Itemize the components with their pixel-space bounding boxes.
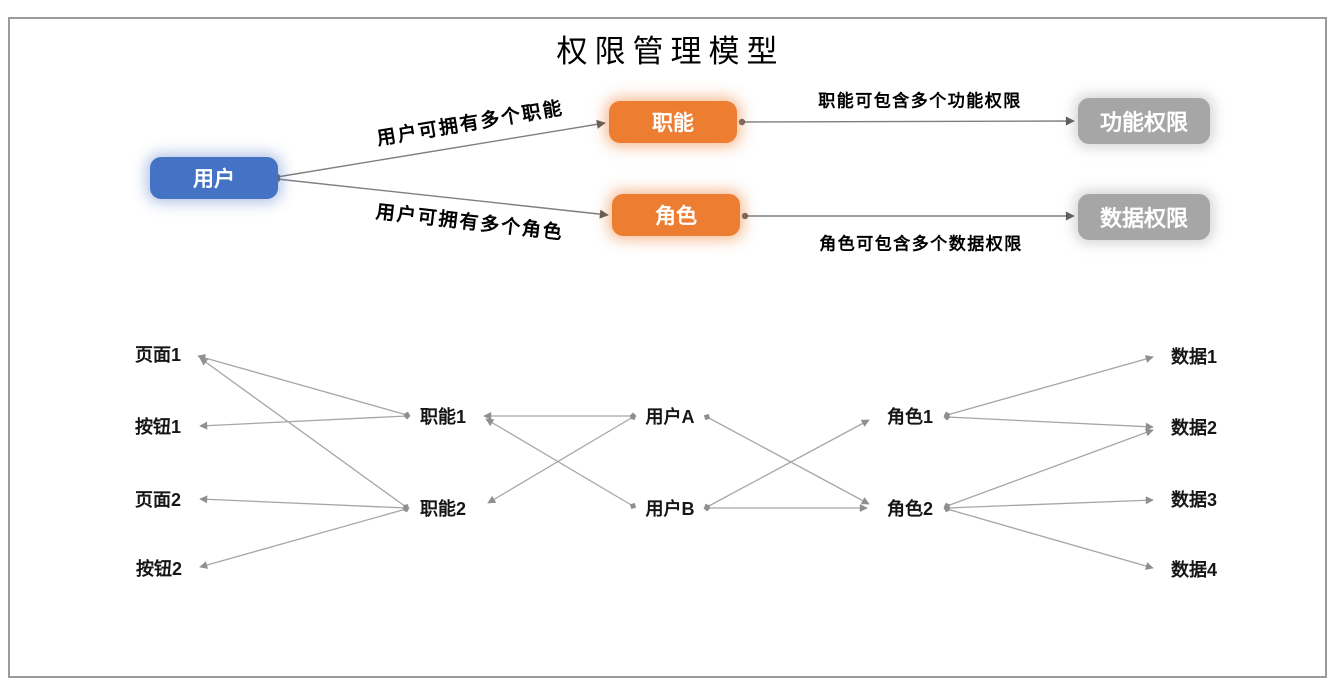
graph-node-role2: 角色2 [886, 499, 934, 519]
function-permission-box-label: 功能权限 [1099, 110, 1188, 135]
graph-node-role1: 角色1 [886, 407, 934, 427]
data-permission-box-label: 数据权限 [1099, 206, 1188, 231]
user-box: 用户 [150, 157, 278, 199]
function-permission-box: 功能权限 [1078, 98, 1210, 144]
graph-node-btn1: 按钮1 [134, 417, 182, 437]
graph-node-userB: 用户B [645, 499, 695, 519]
role-box-label: 角色 [655, 205, 697, 228]
connector-label-function-permission: 职能可包含多个功能权限 [818, 91, 1022, 111]
graph-node-page1: 页面1 [134, 345, 182, 365]
graph-node-btn2: 按钮2 [135, 559, 183, 579]
data-permission-box: 数据权限 [1078, 194, 1210, 240]
connector-label-role-permission: 角色可包含多个数据权限 [819, 234, 1023, 254]
function-box: 职能 [609, 101, 737, 143]
function-box-label: 职能 [652, 112, 694, 135]
diagram-frame-border [8, 17, 1327, 678]
user-box-label: 用户 [193, 168, 235, 191]
graph-node-func2: 职能2 [419, 499, 467, 519]
graph-node-func1: 职能1 [419, 407, 467, 427]
role-box: 角色 [612, 194, 740, 236]
graph-node-page2: 页面2 [134, 490, 182, 510]
graph-node-data2: 数据2 [1170, 418, 1218, 438]
diagram-title: 权限管理模型 [556, 34, 785, 70]
graph-node-data4: 数据4 [1170, 560, 1218, 580]
graph-node-userA: 用户A [645, 407, 695, 427]
graph-node-data1: 数据1 [1170, 347, 1218, 367]
graph-node-data3: 数据3 [1170, 490, 1218, 510]
